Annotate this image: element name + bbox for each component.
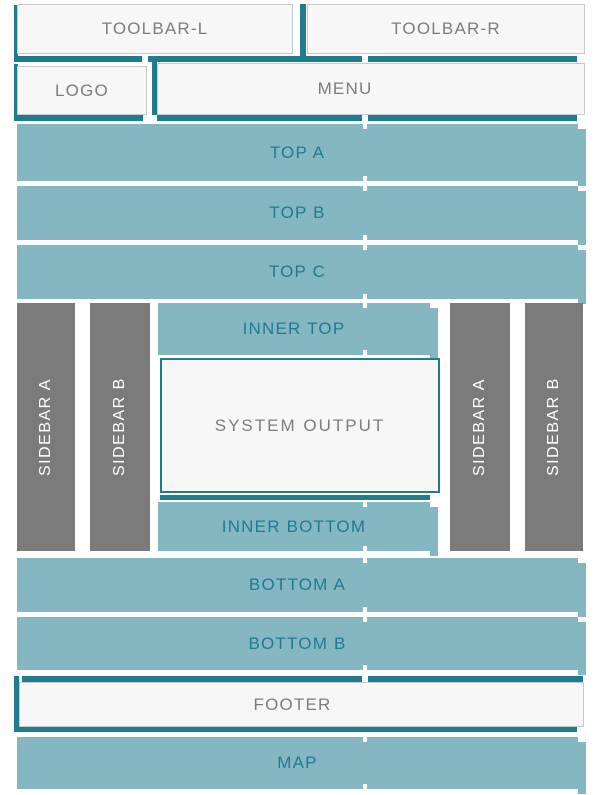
sidebar-a-right: SIDEBAR A xyxy=(450,303,510,551)
band-gap xyxy=(142,56,148,62)
junction-notch xyxy=(363,235,367,240)
bar-step-shadow xyxy=(578,129,586,186)
inner-top-bar: INNER TOP xyxy=(158,303,438,360)
band-gap xyxy=(362,56,368,62)
top-b-bar: TOP B xyxy=(17,186,586,245)
logo-left-accent xyxy=(14,64,18,121)
band-gap xyxy=(362,115,368,121)
bottom-a-label: BOTTOM A xyxy=(248,575,347,594)
band-gap xyxy=(143,115,157,121)
map-label: MAP xyxy=(277,753,318,772)
junction-notch xyxy=(363,665,367,670)
junction-notch xyxy=(363,607,367,612)
footer-label: FOOTER xyxy=(253,694,332,714)
junction-notch xyxy=(363,784,367,789)
inner-bottom-bar: INNER BOTTOM xyxy=(158,502,438,556)
menu-left-accent xyxy=(152,62,157,117)
footer-bottom-accent xyxy=(14,727,577,732)
bar-step-shadow xyxy=(578,563,586,617)
toolbar-left-box: TOOLBAR-L xyxy=(17,4,293,54)
sidebar-b-right-label: SIDEBAR B xyxy=(545,377,562,477)
system-output-label: SYSTEM OUTPUT xyxy=(214,415,386,435)
menu-label: MENU xyxy=(317,79,373,98)
junction-notch xyxy=(363,294,367,299)
junction-notch xyxy=(363,737,367,742)
top-b-label: TOP B xyxy=(269,203,326,222)
toolbar-left-edge-accent xyxy=(14,5,18,60)
footer-left-accent xyxy=(14,676,19,732)
bar-step-shadow xyxy=(430,507,438,556)
header-underline-band xyxy=(14,56,577,62)
footer-box: FOOTER xyxy=(19,682,584,727)
bar-step-shadow xyxy=(430,308,438,360)
sidebar-a-left-label: SIDEBAR A xyxy=(37,378,54,476)
system-output-underline xyxy=(160,495,430,500)
toolbar-left-label: TOOLBAR-L xyxy=(101,19,209,38)
sidebar-b-left: SIDEBAR B xyxy=(90,303,150,551)
top-c-bar: TOP C xyxy=(17,245,586,304)
toolbar-right-label: TOOLBAR-R xyxy=(391,19,501,38)
junction-notch xyxy=(363,350,367,355)
junction-notch xyxy=(363,617,367,622)
junction-notch xyxy=(363,558,367,563)
sidebar-a-left: SIDEBAR A xyxy=(17,303,75,551)
bottom-a-bar: BOTTOM A xyxy=(17,558,586,617)
bar-step-shadow xyxy=(578,622,586,675)
top-a-label: TOP A xyxy=(269,142,326,162)
map-bar: MAP xyxy=(17,737,586,794)
logo-label: LOGO xyxy=(55,80,109,100)
junction-notch xyxy=(363,546,367,551)
bar-step-shadow xyxy=(578,191,586,245)
sidebar-b-right: SIDEBAR B xyxy=(525,303,583,551)
junction-notch xyxy=(363,245,367,250)
toolbar-divider xyxy=(300,4,306,58)
top-a-bar: TOP A xyxy=(17,124,586,186)
menu-underline-band xyxy=(14,115,577,121)
inner-top-label: INNER TOP xyxy=(242,319,346,338)
band-gap xyxy=(362,676,368,682)
junction-notch xyxy=(363,186,367,191)
menu-box: MENU xyxy=(157,63,585,115)
junction-notch xyxy=(363,176,367,181)
logo-box: LOGO xyxy=(17,66,147,115)
toolbar-right-box: TOOLBAR-R xyxy=(307,4,585,54)
bar-step-shadow xyxy=(578,742,586,794)
inner-bottom-label: INNER BOTTOM xyxy=(221,516,367,536)
bar-step-shadow xyxy=(578,250,586,304)
bottom-b-label: BOTTOM B xyxy=(248,633,347,653)
sidebar-a-right-label: SIDEBAR A xyxy=(471,378,488,476)
junction-notch xyxy=(363,124,367,129)
junction-notch xyxy=(363,502,367,507)
junction-notch xyxy=(363,303,367,308)
sidebar-b-left-label: SIDEBAR B xyxy=(111,377,128,477)
bottom-b-bar: BOTTOM B xyxy=(17,617,586,675)
system-output-box: SYSTEM OUTPUT xyxy=(160,358,440,493)
footer-top-accent xyxy=(22,676,583,682)
top-c-label: TOP C xyxy=(268,262,327,281)
